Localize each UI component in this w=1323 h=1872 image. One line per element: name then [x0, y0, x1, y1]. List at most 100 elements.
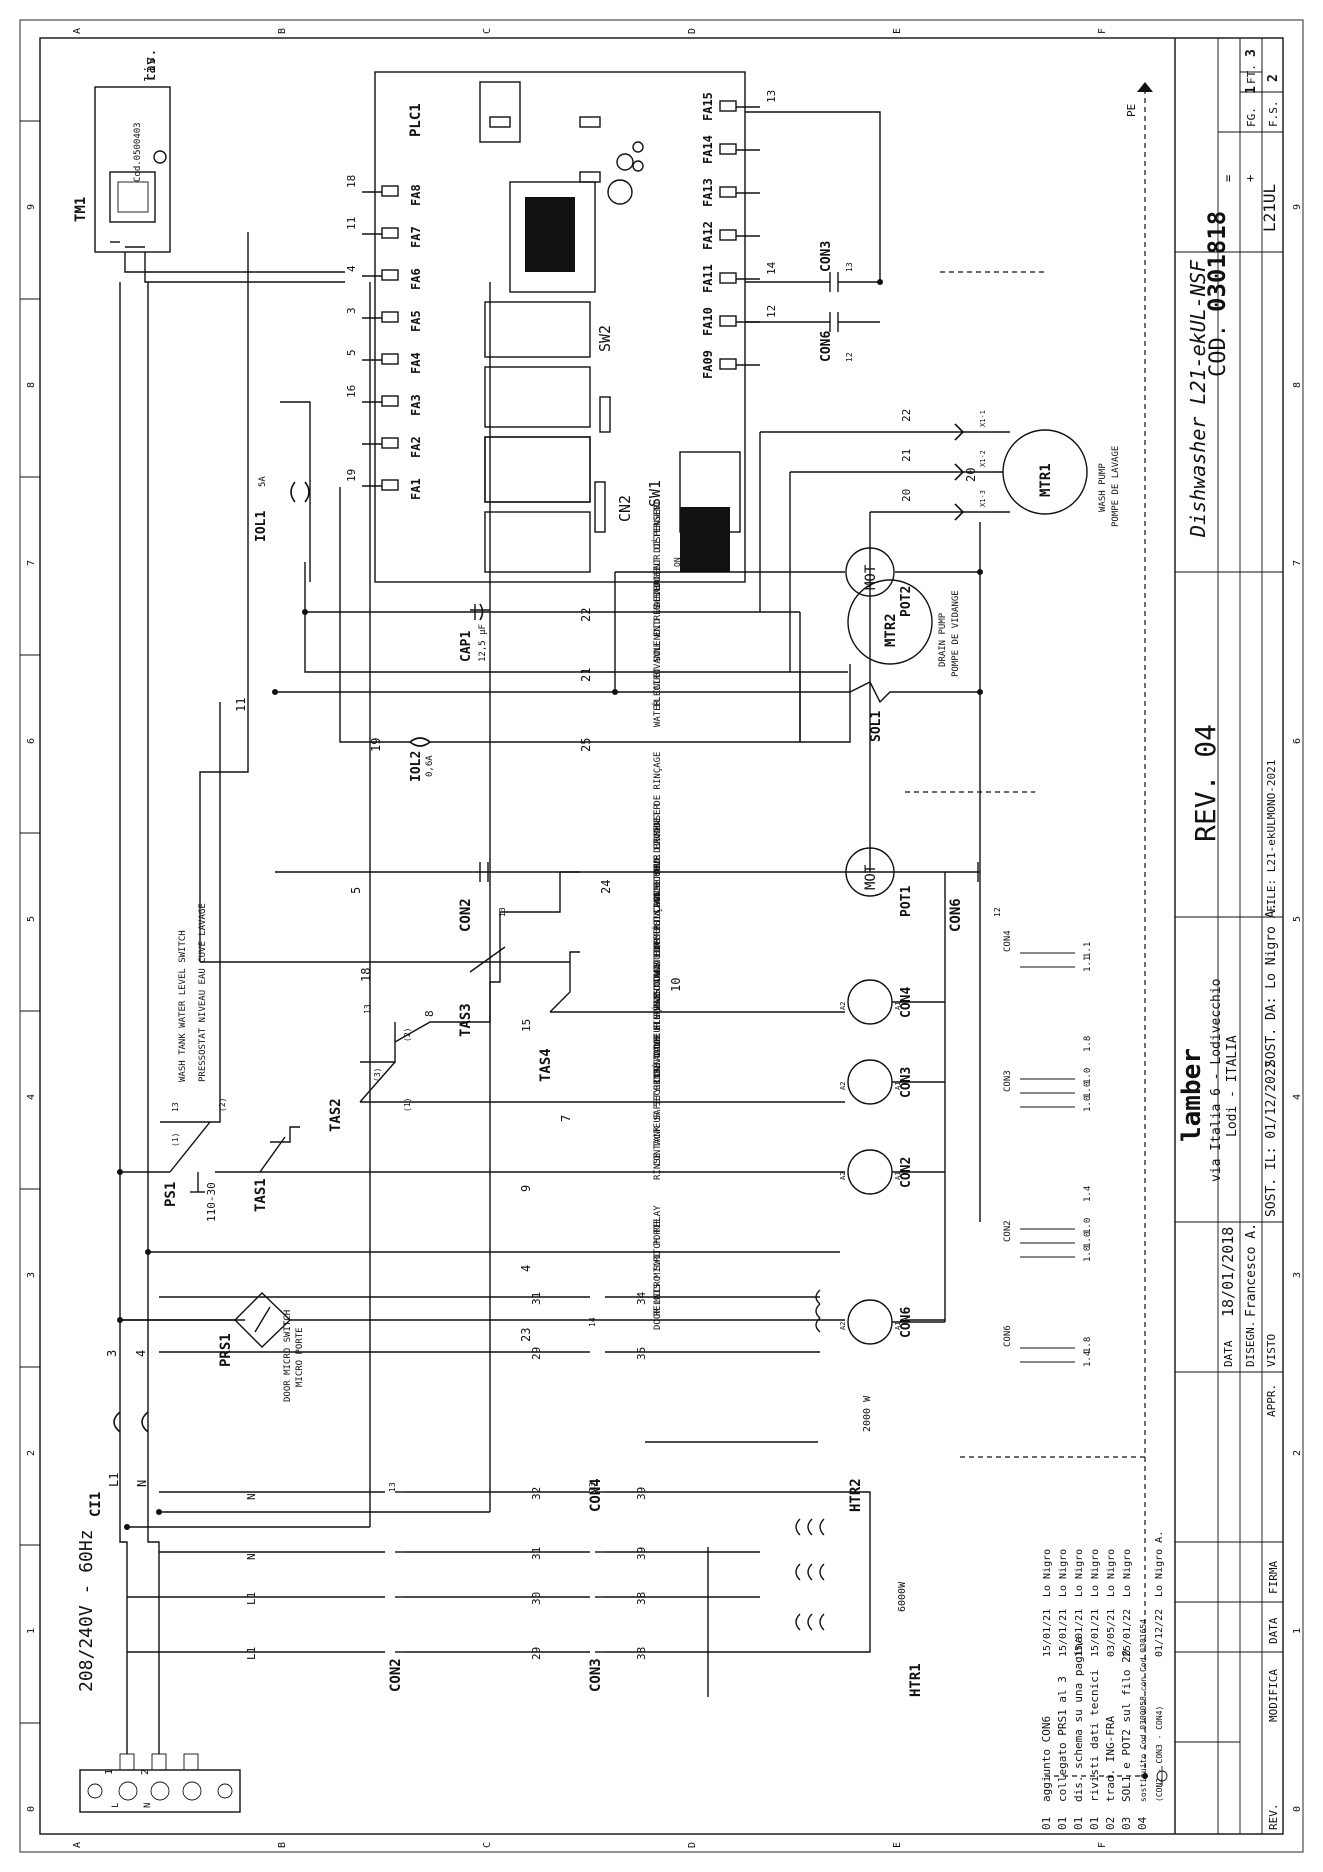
grid-row-label: C [482, 1842, 493, 1848]
replaces-date: SOST. IL: 01/12/2022 [1264, 1060, 1279, 1217]
power-l-label: N [245, 1553, 258, 1560]
htr1-coil [819, 1563, 825, 1581]
rev-number: 03 [1120, 1817, 1133, 1830]
grid-col-label-bottom: 4 [1292, 1094, 1303, 1100]
coil-symbol [847, 1299, 893, 1345]
plc-right-wire: 12 [765, 305, 778, 318]
tas4-label: TAS4 [538, 1048, 554, 1082]
modifica-col-header: MODIFICA [1267, 1669, 1280, 1722]
rev-date: 15/01/21 [1074, 1609, 1085, 1657]
company-logo: lamber [1177, 1048, 1207, 1142]
contact-ref-left: 1.0 [1083, 1068, 1093, 1084]
grid-col-label-bottom: 0 [1292, 1806, 1303, 1812]
grid-row-label: A [72, 1842, 83, 1848]
rev-description: collegato PRS1 al 3 [1056, 1676, 1069, 1802]
mtr1-w22: 22 [900, 409, 913, 422]
plc-left-pin [381, 479, 399, 491]
htr1-coil [807, 1518, 813, 1536]
con3-top-13: 13 [845, 262, 854, 272]
grid-row-label: D [687, 1842, 698, 1848]
wire-25: 25 [579, 738, 593, 752]
plc-left-pin [381, 395, 399, 407]
grid-col-label: 6 [26, 738, 37, 744]
rev-date: 15/01/21 [1058, 1609, 1069, 1657]
htr2-coil [815, 1317, 821, 1333]
iol2-label: IOL2 [409, 751, 424, 782]
checked-label: VISTO [1265, 1334, 1278, 1367]
contact-ref-left: 1.1 [1083, 956, 1093, 972]
rev-description: trad. ING-FRA [1104, 1716, 1117, 1802]
contact-ref-left: 1.0 [1083, 1218, 1093, 1234]
htr1-coil [795, 1563, 801, 1581]
rev-author: Lo Nigro [1058, 1549, 1069, 1597]
supply-lines: 208/240V - 60Hz L1 N CI1 3 4 [76, 282, 491, 1754]
rev-author: Lo Nigro [1122, 1549, 1133, 1597]
ps1-desc2: PRESSOSTAT NIVEAU EAU CUVE LAVAGE [198, 903, 208, 1082]
con3-top-label: CON3 [819, 241, 834, 272]
htr2-coil [815, 1303, 821, 1319]
title-block: COD. 0301818 = + L21UL FG. 1 FT. 3 F.S. … [1040, 38, 1283, 1834]
fs-value: 2 [1266, 74, 1281, 82]
coil-desc2: RELAIS MICRO PORTE [653, 1218, 663, 1316]
coil-symbol [847, 979, 893, 1025]
terminal-block: 1 2 L N [79, 1753, 241, 1813]
prs1-label: PRS1 [218, 1333, 234, 1367]
plc-right-pin [719, 315, 737, 327]
mtr1-desc2: POMPE DE LAVAGE [1111, 446, 1121, 527]
plc-right-wire: 14 [765, 261, 778, 275]
power-mid-label: 29 [530, 1647, 543, 1660]
wire-22-ctl: 22 [579, 608, 593, 622]
grid-col-label: 3 [26, 1272, 37, 1278]
grid-col-label-bottom: 6 [1292, 738, 1303, 744]
grid-row-label: E [892, 1842, 903, 1848]
rev-description: aggiunto CON6 [1040, 1716, 1053, 1802]
coil-a2: A2 [839, 1172, 847, 1180]
eq-mark: = [1221, 175, 1235, 182]
tm1-module: TM1 Cod.0500403 ris. lav [73, 48, 345, 283]
rev-author: Lo Nigro [1106, 1549, 1117, 1597]
grid-col-label: 0 [26, 1806, 37, 1812]
data-col-header: DATA [1267, 1617, 1280, 1644]
ps1-label: PS1 [163, 1182, 179, 1207]
grid-col-label-bottom: 1 [1292, 1628, 1303, 1634]
plc-left-wire: 18 [345, 175, 358, 188]
power-con2-label: CON2 [388, 1658, 404, 1692]
plc-right-pin [719, 100, 737, 112]
coil-desc1: WASH TANK ELEMENT CONTACTOR [653, 863, 663, 1010]
mtr2-desc2: POMPE DE VIDANGE [951, 590, 961, 677]
terminal-1: 1 [104, 1769, 115, 1775]
tas3-label: TAS3 [458, 1003, 474, 1037]
plc-left-wire: 4 [345, 265, 358, 272]
coil-symbol [847, 1059, 893, 1105]
designer-value: Francesco A. [1244, 1223, 1259, 1317]
iol2-rating: 0,6A [425, 755, 435, 777]
rev-author: Lo Nigro [1042, 1549, 1053, 1597]
grid-col-label-bottom: 3 [1292, 1272, 1303, 1278]
l1-label: L1 [107, 1473, 121, 1487]
grid-col-label: 2 [26, 1450, 37, 1456]
grid-row-label-right: D [687, 28, 698, 34]
htr1-label: HTR1 [908, 1663, 924, 1697]
plc-right-pin-label: FA13 [701, 178, 715, 207]
ps1-contact-2: (2) [218, 1098, 227, 1112]
ps1-range: 110-30 [205, 1182, 218, 1222]
contact-ref-left: 1.0 [1083, 1232, 1093, 1248]
firma-col-header: FIRMA [1267, 1561, 1280, 1594]
power-right-label: 38 [635, 1592, 648, 1605]
sol1-desc2: ÉLECTROVANNE ENTRÉE EAU [651, 582, 663, 707]
contact-ref-right: 1.8 [1083, 1036, 1093, 1052]
tas2-c3: (3) [373, 1068, 382, 1082]
wire-10: 10 [669, 978, 683, 992]
coil-a2: A2 [839, 1322, 847, 1330]
sol1: SOL1 WATER INLET SOLENOID VALVE ÉLECTROV… [651, 582, 900, 742]
grid-col-label: 8 [26, 382, 37, 388]
coil-desc1: DOOR MICRO SWITCH RELAY [653, 1205, 663, 1330]
grid-col-label: 7 [26, 560, 37, 566]
terminal-2: 2 [140, 1769, 151, 1775]
grid-col-label-bottom: 5 [1292, 916, 1303, 922]
designer-label: DISEGN. [1244, 1321, 1257, 1367]
coil-desc1: RINSE TANK SAFETY CONTACTOR [653, 1033, 663, 1180]
power-mid-label: 31 [530, 1547, 543, 1560]
